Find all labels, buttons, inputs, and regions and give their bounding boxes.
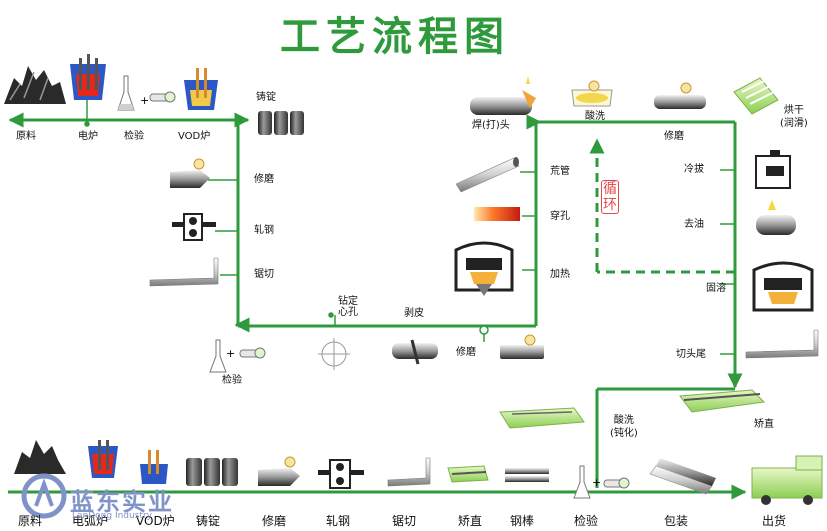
grinding-bar-icon <box>500 334 544 359</box>
label-rolling-bottom: 轧钢 <box>326 514 351 528</box>
watermark-logo-icon <box>21 473 67 519</box>
vod-furnace-icon <box>140 450 168 484</box>
svg-text:+: + <box>140 94 149 107</box>
label-grinding-bottom: 修磨 <box>262 514 287 528</box>
heating-furnace-icon <box>454 241 514 296</box>
red-hot-billet-icon <box>474 207 520 221</box>
ingot-icon <box>258 111 304 135</box>
label-inspection-2: 检验 <box>222 375 242 386</box>
rolling-mill-icon <box>318 459 364 489</box>
grinding-bar-icon <box>258 456 300 486</box>
heating-furnace-icon <box>752 261 814 312</box>
watermark-subtext: LanDong Industry <box>72 511 152 521</box>
bent-bar-icon <box>149 257 219 287</box>
grinding-bar-icon <box>654 82 706 109</box>
flask-icon: + <box>209 339 266 373</box>
label-pickling-passivation: 酸洗 (钝化) <box>610 415 638 439</box>
label-center-hole: 钻定心孔 <box>338 296 358 318</box>
connector-ticks <box>84 100 735 355</box>
label-annealing: 固溶 <box>706 283 726 294</box>
raw-material-pile-icon <box>4 66 66 104</box>
flask-icon: + <box>573 465 630 499</box>
label-electric-furnace: 电炉 <box>78 131 98 142</box>
pickling-tank-icon <box>499 407 585 429</box>
label-drying: 烘干 (润滑) <box>780 105 808 129</box>
label-inspection: 检验 <box>124 131 144 142</box>
truck-icon <box>751 455 823 505</box>
label-sawing-bottom: 锯切 <box>392 514 417 528</box>
label-sawing: 锯切 <box>254 269 274 280</box>
peeled-bar-icon <box>392 339 438 365</box>
label-oiling: 去油 <box>684 219 704 230</box>
straightener-icon <box>679 389 766 413</box>
label-welding-head: 焊(打)头 <box>472 120 510 131</box>
label-straightening-tube: 矫直 <box>754 419 774 430</box>
label-shell: 荒管 <box>550 166 570 177</box>
label-pickling: 酸洗 <box>585 111 605 122</box>
label-grinding-2: 修磨 <box>456 347 476 358</box>
label-raw-material-bottom: 原料 <box>18 514 43 528</box>
grinding-bar-icon <box>170 158 210 188</box>
tube-bundle-icon <box>649 458 716 495</box>
bent-bar-icon <box>387 457 431 487</box>
label-raw-material: 原料 <box>16 131 36 142</box>
label-loop: 循环 <box>601 180 619 214</box>
label-peeling: 剥皮 <box>404 308 424 319</box>
label-vod-furnace-bottom: VOD炉 <box>136 514 175 528</box>
label-rolling: 轧钢 <box>254 225 274 236</box>
label-grinding: 修磨 <box>254 174 274 185</box>
label-straightening-bottom: 矫直 <box>458 514 483 528</box>
electric-furnace-icon <box>88 440 118 478</box>
steel-bar-icon <box>505 468 549 482</box>
crosshair-hole-icon <box>318 338 350 370</box>
label-inspection-bottom: 检验 <box>574 514 599 528</box>
label-heating: 加热 <box>550 269 570 280</box>
rolling-mill-icon <box>172 213 216 241</box>
pickling-tank-icon <box>571 80 613 107</box>
flow-lines <box>8 112 747 500</box>
ingot-icon <box>186 458 238 486</box>
label-vod-furnace: VOD炉 <box>178 131 211 142</box>
flask-icon: + <box>117 75 149 111</box>
label-cold-drawing: 冷拔 <box>684 164 704 175</box>
label-grinding-tube: 修磨 <box>664 131 684 142</box>
straightener-icon <box>447 465 489 483</box>
bent-bar-icon <box>745 329 819 359</box>
tube-icon <box>455 157 520 193</box>
label-steel-bar: 钢棒 <box>510 514 535 528</box>
vod-furnace-icon <box>184 68 218 110</box>
wrench-icon <box>149 91 176 103</box>
welding-torch-icon <box>470 76 536 115</box>
watermark-text: 蓝东实业 <box>70 487 174 516</box>
label-cut-ends: 切头尾 <box>676 349 706 360</box>
cold-draw-die-icon <box>755 150 791 189</box>
electric-furnace-icon <box>70 54 106 100</box>
loop-path <box>589 138 735 274</box>
label-ingot-casting-bottom: 铸锭 <box>196 514 221 528</box>
label-shipping: 出货 <box>762 514 787 528</box>
oil-drop-icon <box>756 200 796 235</box>
svg-text:+: + <box>592 476 601 489</box>
svg-text:+: + <box>226 347 235 360</box>
drying-rack-icon <box>733 77 779 115</box>
diagram-title: 工艺流程图 <box>280 13 510 60</box>
label-electric-arc-furnace: 电弧炉 <box>72 514 109 528</box>
label-piercing: 穿孔 <box>550 211 570 222</box>
label-ingot-casting: 铸锭 <box>256 92 276 103</box>
label-packing: 包装 <box>664 514 689 528</box>
raw-material-pile-icon <box>14 440 66 474</box>
